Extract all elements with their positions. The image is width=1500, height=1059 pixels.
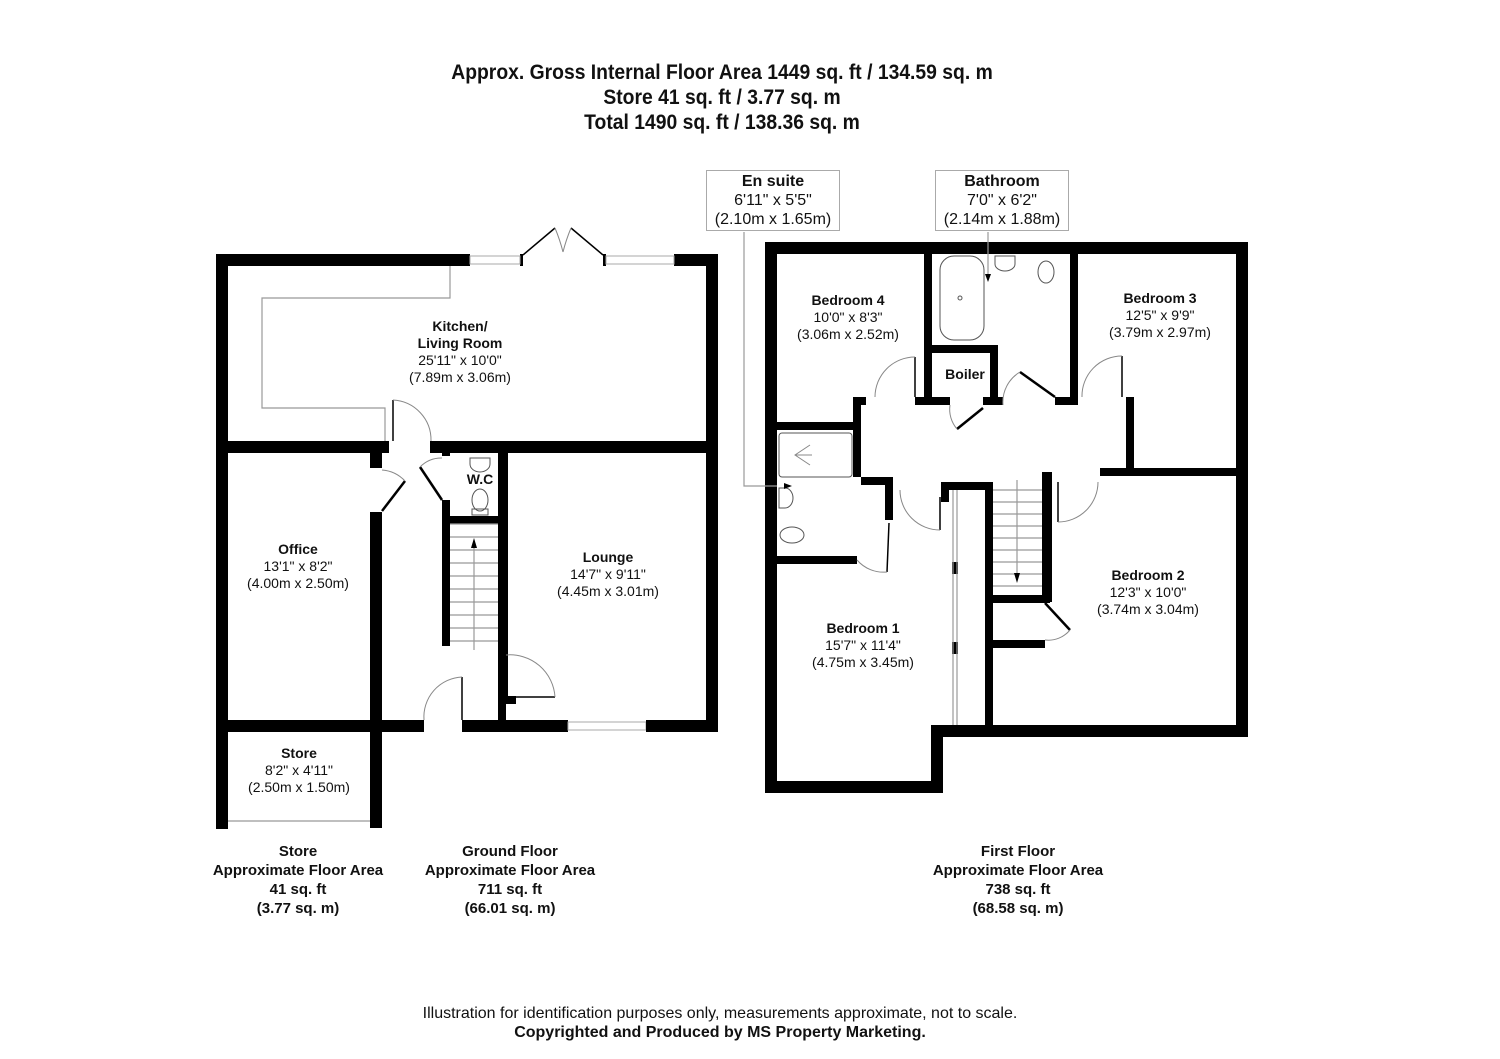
room-lounge: Lounge 14'7" x 9'11" (4.45m x 3.01m) <box>557 549 659 599</box>
room-wc: W.C <box>466 471 494 487</box>
callout-en-suite: En suite 6'11" x 5'5" (2.10m x 1.65m) <box>706 170 840 231</box>
room-bedroom-2: Bedroom 2 12'3" x 10'0" (3.74m x 3.04m) <box>1097 567 1199 617</box>
floor-area-summary: Approx. Gross Internal Floor Area 1449 s… <box>58 60 1386 135</box>
copyright: Copyrighted and Produced by MS Property … <box>514 1024 926 1041</box>
gross-internal-area: Approx. Gross Internal Floor Area 1449 s… <box>451 61 993 84</box>
first-floor-area: First Floor Approximate Floor Area 738 s… <box>932 843 1104 917</box>
ground-floor-walls <box>216 227 718 829</box>
room-bedroom-3: Bedroom 3 12'5" x 9'9" (3.79m x 2.97m) <box>1109 290 1211 340</box>
callout-bathroom: Bathroom 7'0" x 6'2" (2.14m x 1.88m) <box>935 170 1069 231</box>
store-floor-area: Store Approximate Floor Area 41 sq. ft (… <box>212 843 384 917</box>
first-floor-walls <box>743 232 1248 793</box>
store-area: Store 41 sq. ft / 3.77 sq. m <box>603 86 841 109</box>
ground-floor-area: Ground Floor Approximate Floor Area 711 … <box>424 843 596 917</box>
room-bedroom-1: Bedroom 1 15'7" x 11'4" (4.75m x 3.45m) <box>812 620 914 670</box>
footer: Illustration for identification purposes… <box>0 1004 1440 1042</box>
room-office: Office 13'1" x 8'2" (4.00m x 2.50m) <box>247 541 349 591</box>
room-bedroom-4: Bedroom 4 10'0" x 8'3" (3.06m x 2.52m) <box>797 292 899 342</box>
total-area: Total 1490 sq. ft / 138.36 sq. m <box>584 111 860 134</box>
disclaimer: Illustration for identification purposes… <box>422 1005 1018 1022</box>
room-boiler: Boiler <box>945 366 985 382</box>
room-store: Store 8'2" x 4'11" (2.50m x 1.50m) <box>248 745 350 795</box>
room-kitchen-living: Kitchen/ Living Room 25'11" x 10'0" (7.8… <box>409 318 511 385</box>
